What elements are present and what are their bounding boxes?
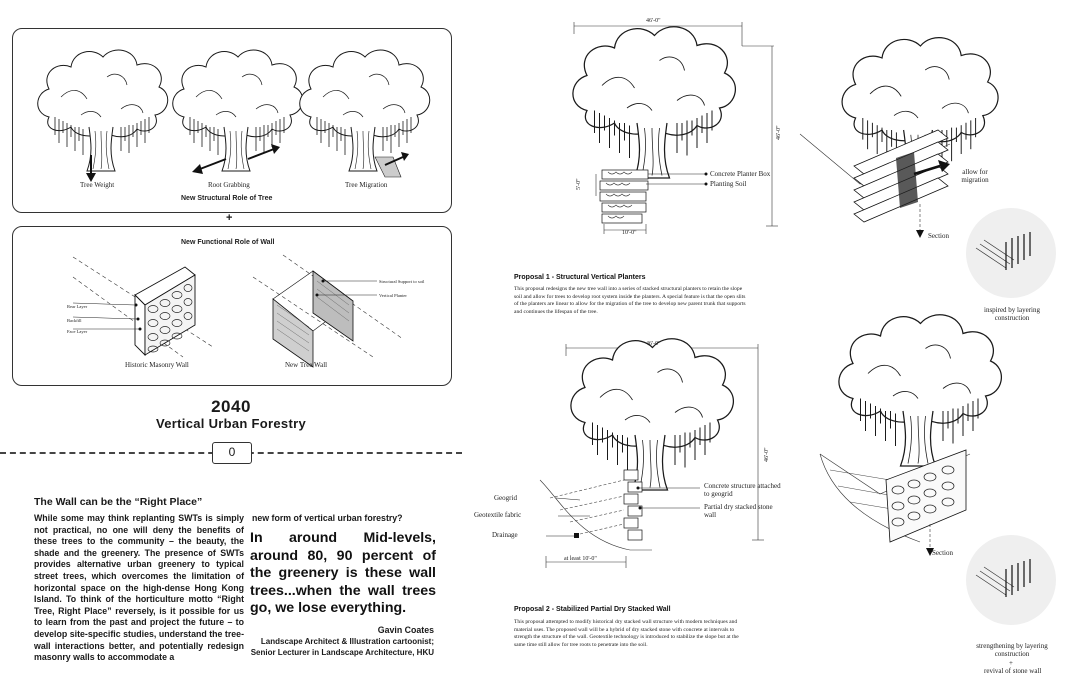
structural-role-panel: Tree Weight Root Grabbing Tree Migration… [12,28,452,213]
p2-dim-top: 46'-0" [646,341,661,347]
tree-weight-illustration [37,49,169,182]
p2-dim-bottom: at least 10'-0" [564,556,597,562]
caption-tree-migration: Tree Migration [345,181,388,189]
quote-author: Gavin Coates [377,625,434,635]
section-label-2: Section [932,549,953,557]
inspired-caption: inspired by layering construction [984,306,1040,322]
year-heading: 2040 [211,397,251,416]
proposal1-title: Proposal 1 - Structural Vertical Planter… [514,274,646,281]
p2-label-partial-stone: Partial dry stacked stone wall [704,503,773,519]
caption-new-tree-wall: New Tree Wall [285,361,328,369]
layering-detail-icon-2 [975,559,1031,597]
section-label-1: Section [928,232,949,240]
proposal2-text: This proposal attempted to modify histor… [514,619,739,648]
page-number-box [212,442,252,464]
isometric-stone-wall-drawing [819,314,1003,556]
inspired-circle [966,208,1056,298]
proposal1-text: This proposal redesigns the new tree wal… [514,286,746,315]
p2-label-geotextile: Geotextile fabric [474,511,522,519]
p1-dim-top: 46'-0" [646,18,661,24]
layering-detail-icon-1 [975,232,1031,270]
isometric-planter-drawing [799,37,999,238]
p2-label-drainage: Drainage [492,531,518,539]
functional-role-title: New Functional Role of Wall [181,239,275,246]
p1-label-planting-soil: Planting Soil [710,180,747,188]
caption-historic-masonry-wall: Historic Masonry Wall [125,361,189,369]
structural-role-title: New Structural Role of Tree [181,195,273,202]
p1-dim-bottom: 10'-0" [622,230,637,236]
root-grabbing-illustration [172,49,304,174]
caption-tree-weight: Tree Weight [80,181,115,189]
functional-role-panel: New Functional Role of Wall Rear Layer B… [12,226,452,386]
label-backfill: Backfill [67,318,82,323]
article-paragraph: While some may think replanting SWTs is … [34,513,244,663]
p2-dim-side: 46'-0" [764,447,770,462]
p1-dim-side: 46'-0" [776,125,782,140]
new-tree-wall-illustration [252,254,404,368]
revival-caption: revival of stone wall [984,667,1042,675]
proposal1-drawing [572,22,778,234]
p2-label-concrete-structure: Concrete structure attached to geogrid [704,482,781,498]
subtitle-heading: Vertical Urban Forestry [156,416,306,431]
p1-label-concrete-box: Concrete Planter Box [710,170,771,178]
pull-quote: In around Mid-levels, around 80, 90 perc… [250,530,436,617]
quote-author-role-1: Landscape Architect & Illustration carto… [260,637,434,646]
article-heading: The Wall can be the “Right Place” [34,496,203,508]
revival-plus: + [1009,659,1013,667]
caption-root-grabbing: Root Grabbing [208,181,250,189]
article-continuation: new form of vertical urban forestry? [252,513,403,523]
quote-author-role-2: Senior Lecturer in Landscape Architectur… [250,648,434,657]
p1-dim-small: 5'-0" [576,178,582,190]
strengthening-circle [966,535,1056,625]
plus-sign: + [226,212,233,224]
label-structural-support: Structural Support to soil [379,279,425,284]
label-rear-layer: Rear Layer [67,304,88,309]
tree-migration-illustration [299,49,431,178]
label-vertical-planter: Vertical Planter [379,293,407,298]
page-number: 0 [228,445,236,459]
proposal2-drawing [539,338,764,568]
migration-label: allow for migration [961,168,989,184]
strengthening-caption: strengthening by layering construction [976,642,1048,658]
p2-label-geogrid: Geogrid [494,494,517,502]
label-face-layer: Face Layer [67,329,88,334]
historic-masonry-wall-illustration [72,256,214,358]
proposal2-title: Proposal 2 - Stabilized Partial Dry Stac… [514,606,671,613]
